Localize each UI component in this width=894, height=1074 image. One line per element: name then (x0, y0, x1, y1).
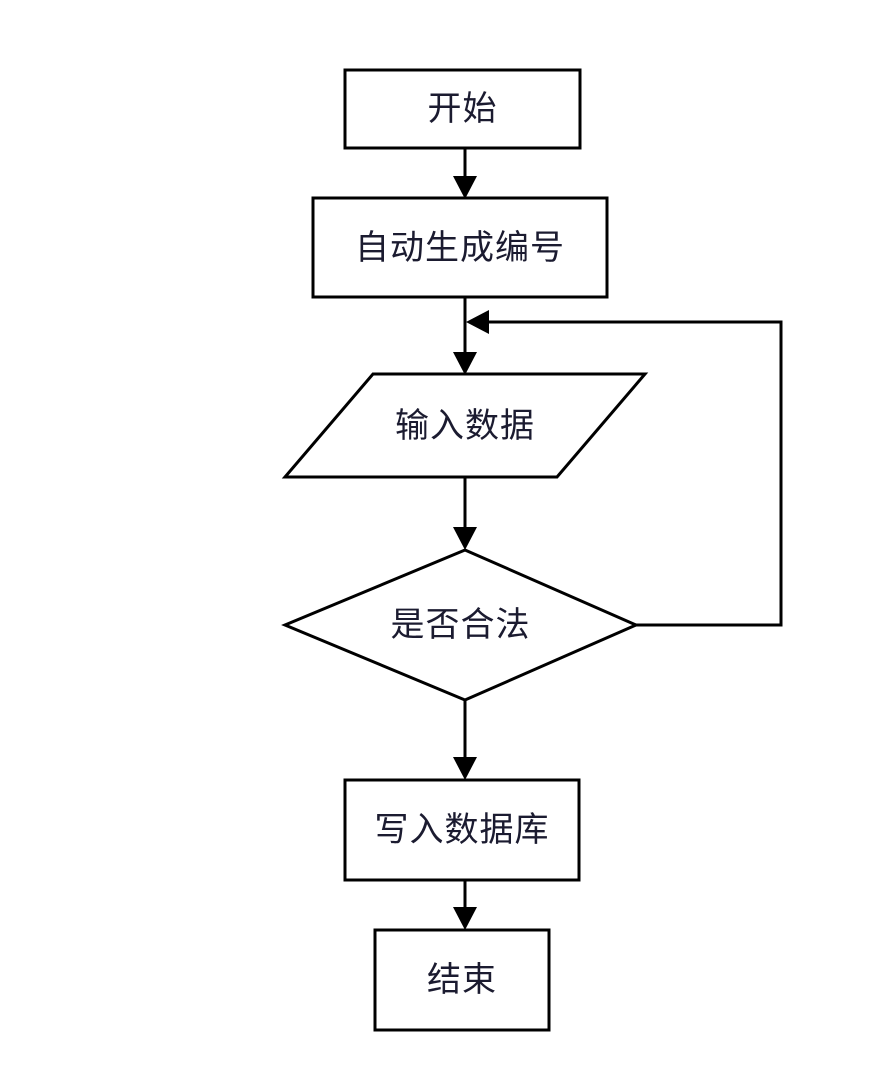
edge-decision-to-write-arrow-icon (453, 757, 477, 780)
node-autogen-label: 自动生成编号 (355, 227, 565, 268)
node-autogen-shape[interactable] (311, 196, 609, 299)
node-input-shape[interactable] (281, 372, 649, 479)
node-start-shape[interactable] (343, 68, 582, 150)
edge-input-to-decision-arrow-icon (453, 527, 477, 550)
node-input-label: 输入数据 (395, 406, 535, 446)
edge-decision-loopback-arrow-icon (466, 310, 489, 334)
edge-decision-loopback-line (476, 320, 783, 627)
node-write-label: 写入数据库 (374, 810, 550, 850)
edge-autogen-to-input-arrow-icon (453, 352, 477, 375)
node-end-label: 结束 (427, 960, 497, 1000)
node-write-shape[interactable] (343, 778, 581, 882)
edge-start-to-autogen-arrow-icon (453, 176, 477, 199)
node-end-shape[interactable] (373, 928, 551, 1032)
node-decision-label: 是否合法 (390, 605, 531, 645)
node-start-label: 开始 (427, 89, 498, 129)
edge-write-to-end-arrow-icon (453, 907, 477, 930)
